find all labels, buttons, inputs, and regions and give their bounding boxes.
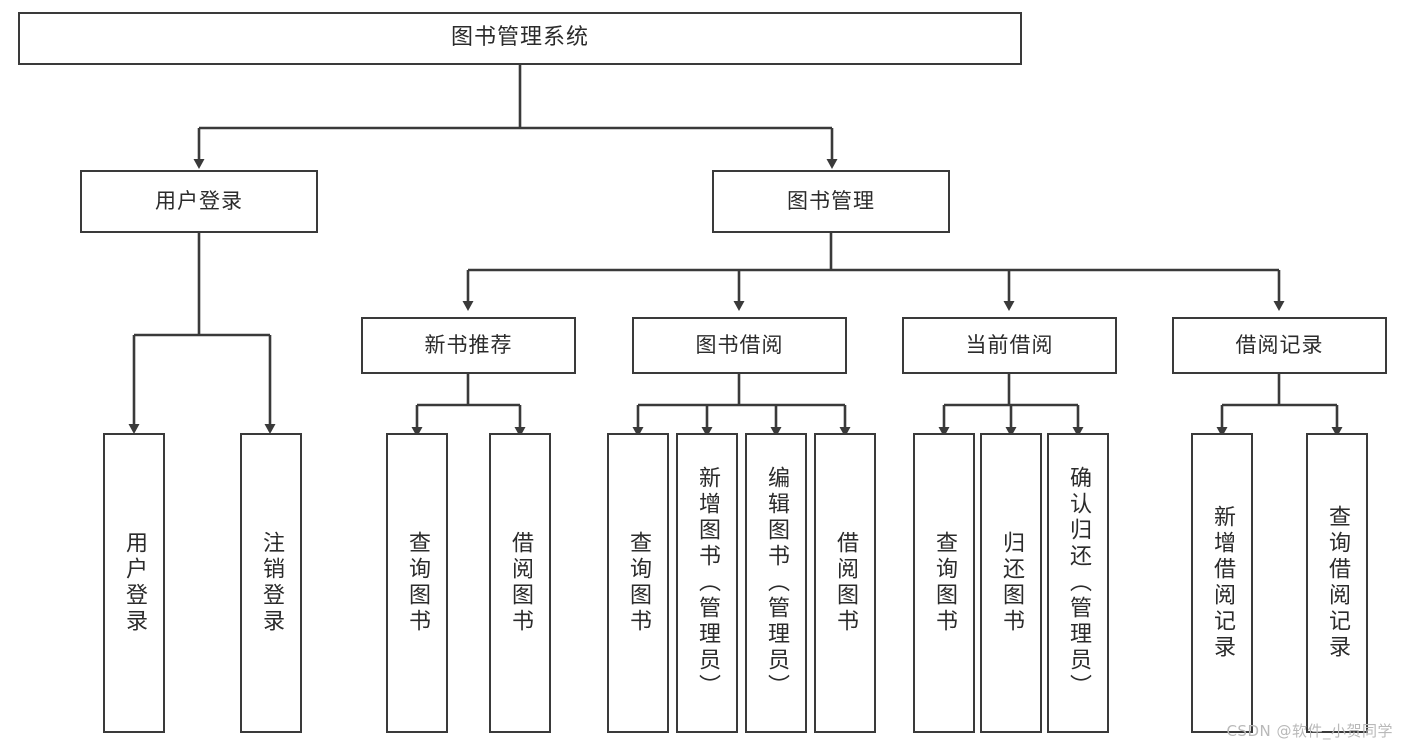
leaf-logout-login[interactable]: 注销登录	[240, 433, 302, 733]
node-label: 查询图书	[932, 531, 957, 635]
node-root-system[interactable]: 图书管理系统	[18, 12, 1022, 65]
leaf-user-login[interactable]: 用户登录	[103, 433, 165, 733]
leaf-add-book-admin[interactable]: 新增图书（管理员）	[676, 433, 738, 733]
leaf-borrow-book-recommend[interactable]: 借阅图书	[489, 433, 551, 733]
node-label: 查询图书	[405, 531, 430, 635]
leaf-query-book-current[interactable]: 查询图书	[913, 433, 975, 733]
node-new-book-recommend[interactable]: 新书推荐	[361, 317, 576, 374]
leaf-query-borrow-record[interactable]: 查询借阅记录	[1306, 433, 1368, 733]
node-label: 借阅图书	[833, 531, 858, 635]
node-label: 新书推荐	[424, 332, 513, 357]
node-current-borrow[interactable]: 当前借阅	[902, 317, 1117, 374]
leaf-query-book-borrow[interactable]: 查询图书	[607, 433, 669, 733]
node-label: 新增借阅记录	[1210, 505, 1235, 661]
node-label: 当前借阅	[965, 332, 1054, 357]
node-label: 查询借阅记录	[1325, 505, 1350, 661]
node-label: 借阅记录	[1235, 332, 1324, 357]
node-label: 归还图书	[999, 531, 1024, 635]
leaf-query-book-recommend[interactable]: 查询图书	[386, 433, 448, 733]
node-label: 新增图书（管理员）	[695, 466, 720, 700]
node-label: 编辑图书（管理员）	[764, 466, 789, 700]
node-user-login[interactable]: 用户登录	[80, 170, 318, 233]
node-label: 用户登录	[155, 188, 243, 213]
node-book-manage[interactable]: 图书管理	[712, 170, 950, 233]
leaf-return-book[interactable]: 归还图书	[980, 433, 1042, 733]
node-label: 借阅图书	[508, 531, 533, 635]
node-label: 图书管理系统	[450, 25, 589, 51]
node-label: 图书管理	[787, 188, 875, 213]
node-label: 注销登录	[259, 531, 284, 635]
node-label: 查询图书	[626, 531, 651, 635]
csdn-watermark: CSDN @软件_小贺同学	[1226, 722, 1393, 740]
leaf-borrow-book-borrow[interactable]: 借阅图书	[814, 433, 876, 733]
leaf-edit-book-admin[interactable]: 编辑图书（管理员）	[745, 433, 807, 733]
node-label: 用户登录	[122, 531, 147, 635]
node-book-borrow[interactable]: 图书借阅	[632, 317, 847, 374]
node-label: 图书借阅	[695, 332, 784, 357]
node-borrow-record[interactable]: 借阅记录	[1172, 317, 1387, 374]
leaf-confirm-return-admin[interactable]: 确认归还（管理员）	[1047, 433, 1109, 733]
node-label: 确认归还（管理员）	[1066, 466, 1091, 700]
leaf-add-borrow-record[interactable]: 新增借阅记录	[1191, 433, 1253, 733]
